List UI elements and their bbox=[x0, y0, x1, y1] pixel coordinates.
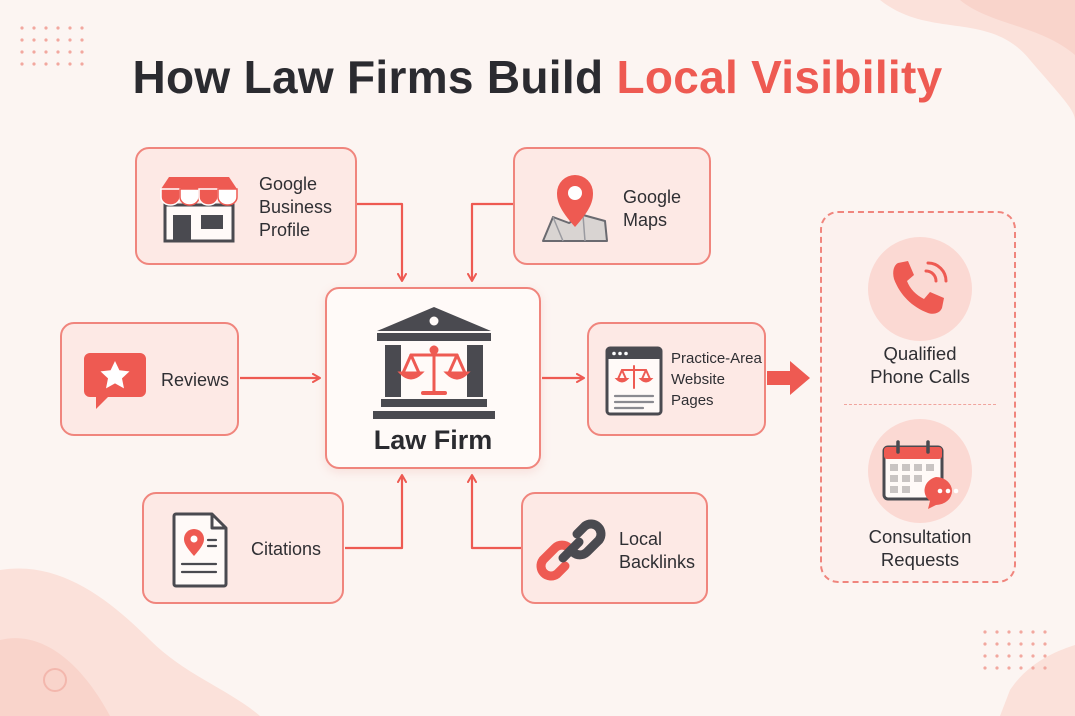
node-law-firm: Law Firm bbox=[325, 287, 541, 469]
node-google-maps: Google Maps bbox=[513, 147, 711, 265]
outcomes-divider bbox=[844, 404, 996, 405]
gbp-label-line-1: Google bbox=[259, 174, 318, 194]
gbp-label-line-2: Business bbox=[259, 197, 333, 217]
title-prefix: How Law Firms Build bbox=[132, 51, 604, 103]
gbp-label-line-3: Profile bbox=[259, 220, 311, 240]
node-local-backlinks: Local Backlinks bbox=[521, 492, 708, 604]
node-google-business-profile: Google Business Profile bbox=[135, 147, 357, 265]
title-accent: Local Visibility bbox=[616, 51, 943, 103]
chain-link-icon bbox=[536, 519, 606, 581]
document-pin-icon bbox=[172, 512, 228, 588]
phone-icon-bg bbox=[868, 237, 972, 341]
practice-label-line-1: Practice-Area bbox=[671, 350, 762, 367]
node-practice-area-pages: Practice-Area Website Pages bbox=[587, 322, 766, 436]
maps-label-line-1: Google bbox=[623, 187, 682, 207]
storefront-icon bbox=[160, 177, 238, 243]
backlinks-label-line-2: Backlinks bbox=[619, 552, 696, 572]
map-pin-icon bbox=[542, 175, 608, 242]
calls-label-line-2: Phone Calls bbox=[870, 366, 970, 387]
consults-label-line-1: Consultation bbox=[868, 526, 972, 547]
phone-icon bbox=[893, 261, 948, 314]
calls-label-line-1: Qualified bbox=[883, 343, 957, 364]
bank-building-icon bbox=[373, 307, 495, 419]
node-reviews: Reviews bbox=[60, 322, 239, 436]
reviews-label: Reviews bbox=[161, 370, 230, 390]
outcomes-panel: Qualified Phone Calls Consultation Reque… bbox=[820, 211, 1016, 583]
backlinks-label-line-1: Local bbox=[619, 529, 663, 549]
page-title: How Law Firms Build Local Visibility bbox=[0, 50, 1075, 104]
maps-label-line-2: Maps bbox=[623, 210, 668, 230]
calendar-chat-icon bbox=[882, 440, 959, 509]
webpage-icon bbox=[605, 346, 663, 416]
citations-label: Citations bbox=[251, 539, 322, 559]
node-citations: Citations bbox=[142, 492, 344, 604]
law-firm-label: Law Firm bbox=[373, 425, 493, 455]
consults-label-line-2: Requests bbox=[880, 549, 960, 570]
review-star-icon bbox=[84, 353, 146, 409]
practice-label-line-2: Website bbox=[671, 371, 725, 388]
scales-icon bbox=[397, 345, 471, 395]
practice-label-line-3: Pages bbox=[671, 392, 714, 409]
